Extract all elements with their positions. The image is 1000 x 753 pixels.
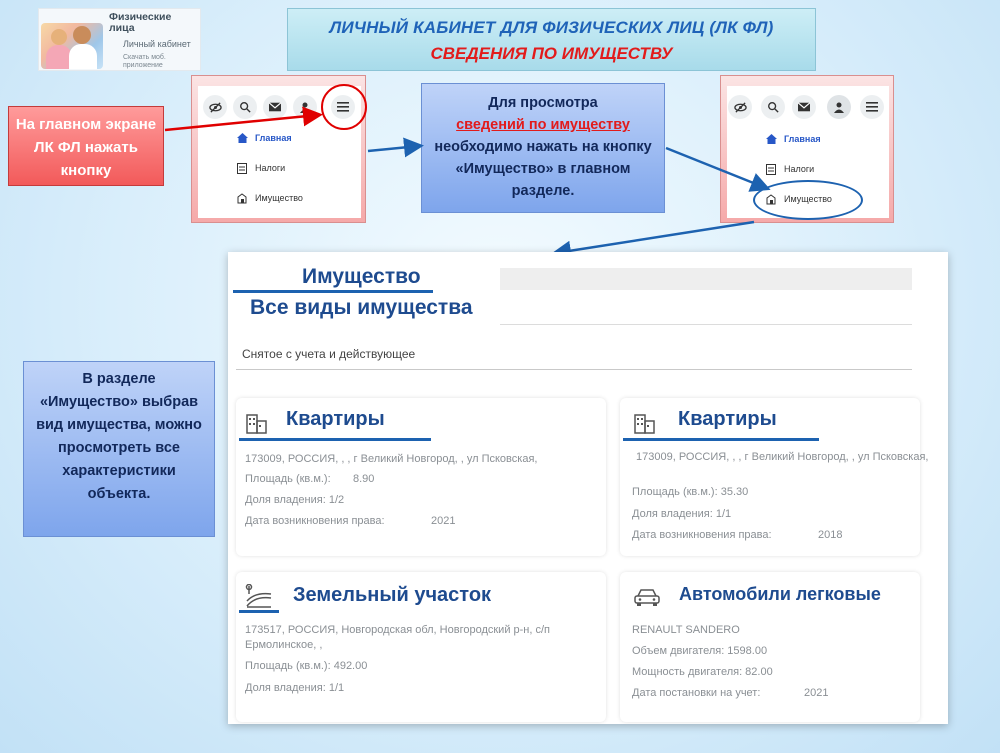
car-engine-volume: Объем двигателя: 1598.00 xyxy=(632,645,768,657)
property-icon xyxy=(236,192,248,204)
taxes-icon xyxy=(236,162,248,174)
menu-screenshot-2: Главная Налоги Имущество xyxy=(720,75,894,223)
card-address: 173009, РОССИЯ, , , г Великий Новгород, … xyxy=(245,453,538,465)
logo-title: Физические лица xyxy=(109,11,172,34)
card-area: Площадь (кв.м.): 492.00 xyxy=(245,660,368,672)
search-icon[interactable] xyxy=(761,95,785,119)
menu-screenshot-1: Главная Налоги Имущество xyxy=(191,75,367,223)
property-card-land[interactable]: Земельный участок 173517, РОССИЯ, Новгор… xyxy=(236,572,606,722)
arrow-step1 xyxy=(164,106,323,132)
logo-subtitle: Личный кабинет xyxy=(123,39,191,49)
menu-label-taxes: Налоги xyxy=(255,163,286,173)
home-icon xyxy=(765,133,777,145)
property-card-car[interactable]: Автомобили легковые RENAULT SANDERO Объе… xyxy=(620,572,920,722)
user-icon[interactable] xyxy=(827,95,851,119)
status-filter[interactable]: Снятое с учета и действующее xyxy=(242,347,416,361)
family-photo xyxy=(41,23,103,69)
step3-text: В разделе «Имущество» выбрав вид имущест… xyxy=(36,371,202,502)
car-model: RENAULT SANDERO xyxy=(632,624,740,636)
car-reg-label: Дата постановки на учет: xyxy=(632,687,761,699)
card-share: Доля владения: 1/1 xyxy=(632,508,732,520)
taxes-icon xyxy=(765,163,777,175)
step2-text-highlight: сведений по имуществу xyxy=(456,117,630,133)
menu-label-main: Главная xyxy=(255,133,292,143)
eye-hidden-icon[interactable] xyxy=(203,95,227,119)
card-title: Квартиры xyxy=(286,408,385,430)
property-highlight-ellipse xyxy=(753,180,863,220)
step2-instruction: Для просмотра сведений по имуществу необ… xyxy=(421,83,665,213)
arrow-step2 xyxy=(367,137,424,158)
card-address-line2: Ермолинское, , xyxy=(245,639,323,651)
app-download-link[interactable]: Скачать моб. приложение xyxy=(123,54,166,69)
arrow-step4 xyxy=(551,220,755,261)
menu-label-main: Главная xyxy=(784,134,821,144)
step1-text: На главном экране ЛК ФЛ нажать кнопку xyxy=(15,116,157,179)
apartment-icon xyxy=(245,412,269,439)
card-date-label: Дата возникновения права: xyxy=(632,529,772,541)
step1-instruction: На главном экране ЛК ФЛ нажать кнопку xyxy=(8,106,164,186)
card-address-line1: 173517, РОССИЯ, Новгородская обл, Новгор… xyxy=(245,624,551,636)
card-date-value: 2021 xyxy=(431,515,456,527)
menu-item-property[interactable]: Имущество xyxy=(236,192,303,204)
card-share: Доля владения: 1/1 xyxy=(245,682,345,694)
property-card-apartment-1[interactable]: Квартиры 173009, РОССИЯ, , , г Великий Н… xyxy=(236,398,606,556)
card-area: Площадь (кв.м.): 35.30 xyxy=(632,486,749,498)
land-plot-icon xyxy=(245,583,273,613)
property-screen: Имущество Все виды имущества Снятое с уч… xyxy=(228,252,948,724)
page-title: ЛИЧНЫЙ КАБИНЕТ ДЛЯ ФИЗИЧЕСКИХ ЛИЦ (ЛК ФЛ… xyxy=(287,8,816,71)
card-share: Доля владения: 1/2 xyxy=(245,494,345,506)
mail-icon[interactable] xyxy=(263,95,287,119)
menu-item-main[interactable]: Главная xyxy=(765,133,821,145)
menu-item-taxes[interactable]: Налоги xyxy=(765,163,814,175)
card-address: 173009, РОССИЯ, , , г Великий Новгород, … xyxy=(636,451,929,463)
arrow-step3 xyxy=(665,146,771,192)
title-line-2: СВЕДЕНИЯ ПО ИМУЩЕСТВУ xyxy=(430,44,673,63)
property-card-apartment-2[interactable]: Квартиры 173009, РОССИЯ, , , г Великий Н… xyxy=(620,398,928,556)
hamburger-menu-icon[interactable] xyxy=(860,95,884,119)
card-title: Земельный участок xyxy=(293,584,492,606)
car-reg-value: 2021 xyxy=(804,687,829,699)
card-title: Квартиры xyxy=(678,408,777,430)
card-area-value: 8.90 xyxy=(353,473,375,485)
card-title: Автомобили легковые xyxy=(679,584,881,604)
mail-icon[interactable] xyxy=(792,95,816,119)
car-icon xyxy=(633,587,661,612)
property-page-title: Имущество xyxy=(302,265,421,288)
card-area-label: Площадь (кв.м.): xyxy=(245,473,331,485)
title-line-1: ЛИЧНЫЙ КАБИНЕТ ДЛЯ ФИЗИЧЕСКИХ ЛИЦ (ЛК ФЛ… xyxy=(329,18,774,37)
step2-text-before: Для просмотра xyxy=(488,95,598,111)
step3-instruction: В разделе «Имущество» выбрав вид имущест… xyxy=(23,361,215,537)
property-page-subtitle: Все виды имущества xyxy=(250,296,473,319)
menu-label-property: Имущество xyxy=(255,193,303,203)
card-date-label: Дата возникновения права: xyxy=(245,515,385,527)
menu-label-taxes: Налоги xyxy=(784,164,815,174)
search-icon[interactable] xyxy=(233,95,257,119)
eye-hidden-icon[interactable] xyxy=(728,95,752,119)
logo-banner: Физические лица Личный кабинет Скачать м… xyxy=(38,8,201,71)
step2-text-after: необходимо нажать на кнопку «Имущество» … xyxy=(434,139,652,199)
card-date-value: 2018 xyxy=(818,529,843,541)
car-engine-power: Мощность двигателя: 82.00 xyxy=(632,666,773,678)
menu-item-main[interactable]: Главная xyxy=(236,132,292,144)
menu-item-taxes[interactable]: Налоги xyxy=(236,162,285,174)
apartment-icon xyxy=(633,412,657,439)
home-icon xyxy=(236,132,248,144)
